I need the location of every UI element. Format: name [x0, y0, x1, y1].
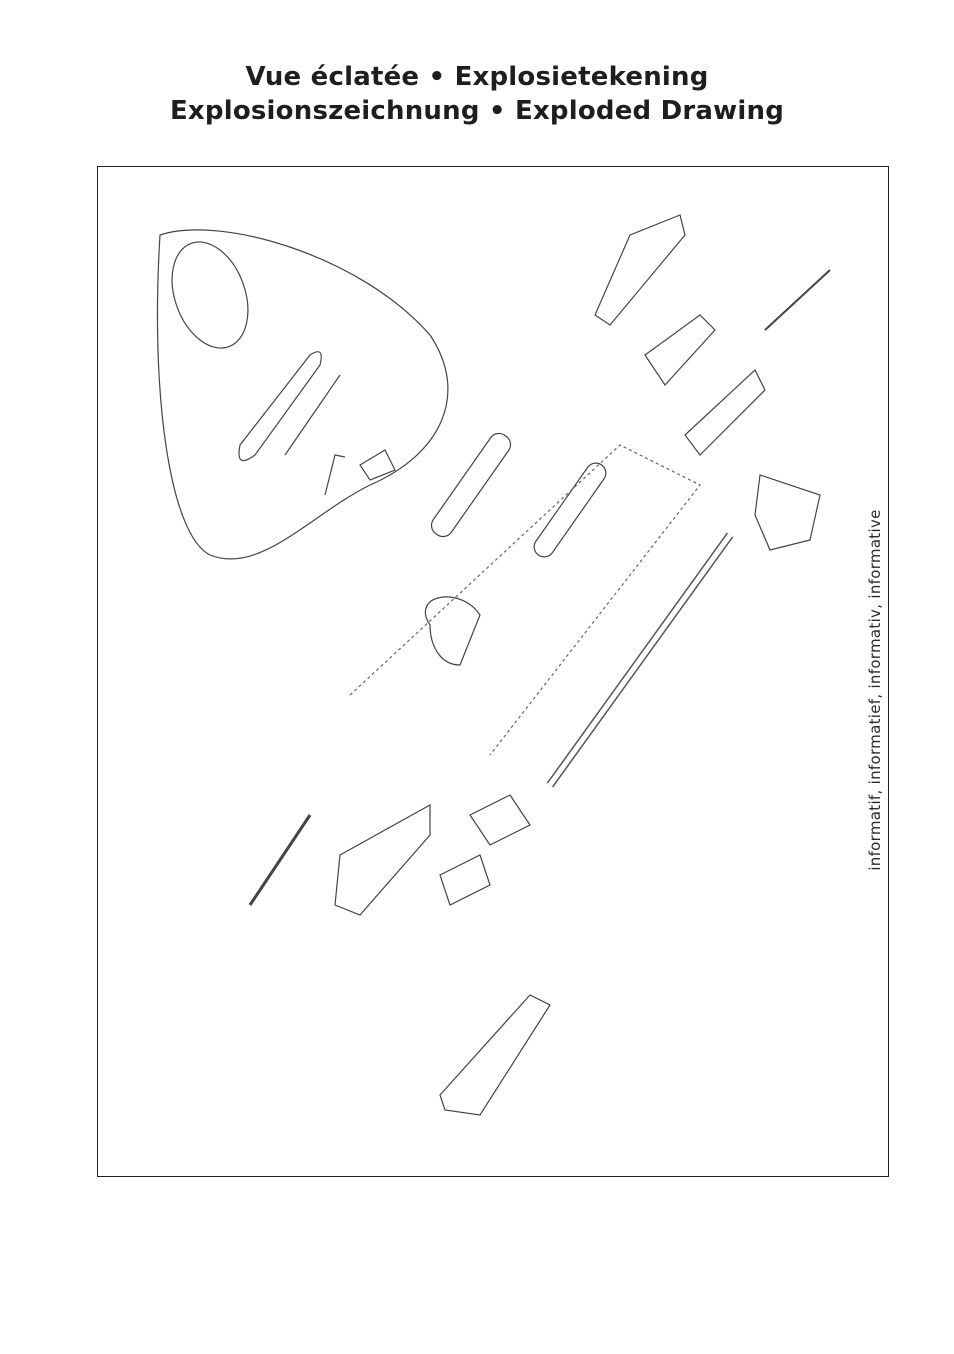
title-line-1: Vue éclatée • Explosietekening — [245, 62, 709, 92]
cord — [764, 269, 831, 331]
page-title: Vue éclatée • Explosietekening Explosion… — [0, 60, 954, 128]
title-line-2: Explosionszeichnung • Exploded Drawing — [169, 96, 785, 126]
drawing-frame — [97, 166, 889, 1177]
tube-70 — [430, 432, 512, 538]
cable-coil — [171, 241, 249, 349]
hex-key — [324, 454, 346, 496]
informative-note: informatif, informatief, informativ, inf… — [866, 509, 884, 871]
chain-loop — [238, 351, 322, 462]
cover — [684, 369, 766, 456]
rear-handle — [754, 474, 821, 551]
tube-69 — [533, 462, 607, 558]
armature — [439, 854, 491, 906]
oil-bottle — [359, 449, 396, 481]
top-bracket — [594, 214, 686, 326]
motor-housing — [469, 794, 531, 846]
accessory-outline — [156, 229, 449, 560]
guide-bar — [284, 374, 341, 456]
gearbox — [439, 994, 551, 1116]
saw-body — [334, 803, 431, 916]
clamp — [644, 314, 716, 386]
exploded-drawing — [156, 214, 831, 1116]
saw-chain — [248, 814, 312, 906]
front-handle — [424, 596, 481, 666]
